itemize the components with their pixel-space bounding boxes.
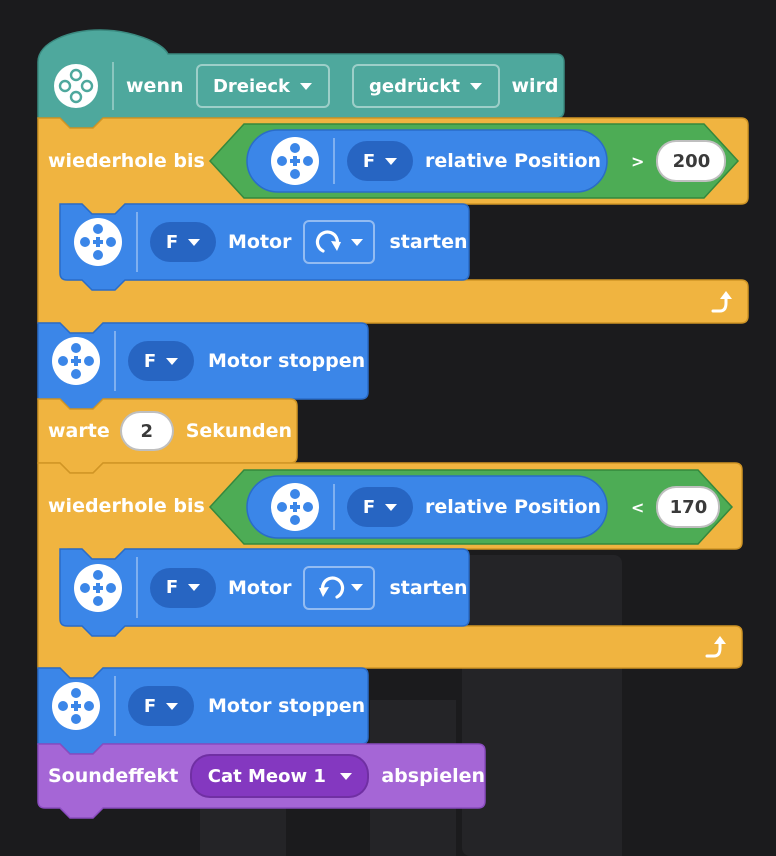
separator — [136, 557, 138, 618]
action-dropdown[interactable]: gedrückt — [351, 64, 500, 108]
port-dropdown[interactable]: F — [128, 341, 194, 381]
chevron-down-icon — [166, 702, 179, 710]
motor-icon — [50, 680, 102, 732]
separator — [114, 676, 116, 736]
port-value: F — [362, 496, 376, 518]
motor-icon — [269, 135, 321, 187]
position-condition[interactable]: F relative Position > 200 — [247, 130, 727, 192]
chevron-down-icon — [166, 357, 179, 365]
motor-stop-label: Motor stoppen — [208, 350, 366, 372]
counterclockwise-arrow-icon — [319, 575, 345, 599]
port-value: F — [143, 350, 157, 372]
chevron-down-icon — [469, 82, 482, 90]
motor-stop-block[interactable]: F Motor stoppen — [38, 668, 368, 744]
port-value: F — [362, 150, 376, 172]
chevron-down-icon — [351, 238, 364, 246]
motor-label: Motor — [228, 576, 292, 599]
sound-dropdown-value: Cat Meow 1 — [207, 765, 326, 787]
threshold-input[interactable]: 170 — [656, 486, 721, 528]
separator — [114, 331, 116, 391]
port-value: F — [165, 231, 179, 253]
wird-label: wird — [511, 75, 559, 97]
repeat-until-block[interactable]: wiederhole bis — [38, 118, 748, 204]
direction-dropdown[interactable] — [303, 565, 376, 610]
port-dropdown[interactable]: F — [150, 222, 216, 262]
chevron-down-icon — [339, 772, 352, 780]
button-dropdown[interactable]: Dreieck — [195, 64, 330, 108]
sound-dropdown[interactable]: Cat Meow 1 — [190, 754, 370, 798]
port-dropdown[interactable]: F — [128, 686, 194, 726]
sound-effect-label: Soundeffekt — [48, 765, 179, 787]
wait-block[interactable]: warte 2 Sekunden — [38, 399, 297, 463]
direction-dropdown[interactable] — [303, 220, 376, 264]
chevron-down-icon — [351, 584, 364, 591]
motor-icon — [72, 216, 124, 268]
port-dropdown[interactable]: F — [347, 141, 413, 181]
motor-stop-block[interactable]: F Motor stoppen — [38, 323, 368, 399]
start-label: starten — [389, 231, 468, 253]
separator — [333, 484, 335, 530]
repeat-label: wiederhole bis — [48, 495, 205, 517]
chevron-down-icon — [300, 82, 313, 90]
motor-start-block[interactable]: F Motor starten — [60, 549, 469, 626]
motor-icon — [72, 562, 124, 614]
sound-effect-block[interactable]: Soundeffekt Cat Meow 1 abspielen — [38, 744, 485, 808]
repeat-until-block[interactable]: wiederhole bis — [38, 463, 742, 549]
play-label: abspielen — [381, 765, 485, 787]
chevron-down-icon — [188, 238, 201, 246]
operator-label: > — [631, 151, 645, 171]
button-dropdown-value: Dreieck — [212, 75, 291, 97]
threshold-input[interactable]: 200 — [656, 140, 727, 182]
repeat-label: wiederhole bis — [48, 150, 205, 172]
separator — [112, 62, 114, 110]
operator-label: < — [631, 497, 645, 517]
background-panel — [538, 640, 622, 856]
port-dropdown[interactable]: F — [150, 567, 216, 608]
motor-icon — [269, 481, 321, 533]
loop-arrow-icon — [702, 634, 730, 660]
chevron-down-icon — [385, 157, 398, 165]
relative-position-label: relative Position — [425, 496, 602, 518]
clockwise-arrow-icon — [316, 230, 342, 253]
motor-label: Motor — [228, 231, 292, 253]
separator — [136, 212, 138, 272]
seconds-label: Sekunden — [185, 420, 292, 442]
position-condition[interactable]: F relative Position < 170 — [247, 476, 721, 538]
motor-stop-label: Motor stoppen — [208, 695, 366, 717]
port-value: F — [165, 577, 179, 598]
when-label: wenn — [126, 75, 184, 97]
relative-position-label: relative Position — [425, 150, 602, 172]
start-label: starten — [389, 576, 468, 599]
action-dropdown-value: gedrückt — [369, 75, 460, 97]
event-hat-block[interactable]: wenn Dreieck gedrückt wird — [38, 54, 564, 118]
port-dropdown[interactable]: F — [347, 487, 413, 527]
motor-start-block[interactable]: F Motor starten — [60, 204, 469, 280]
separator — [333, 138, 335, 184]
wait-label: warte — [48, 420, 110, 442]
chevron-down-icon — [188, 584, 201, 591]
loop-arrow-icon — [708, 289, 736, 315]
motor-icon — [50, 335, 102, 387]
seconds-input[interactable]: 2 — [119, 411, 174, 451]
chevron-down-icon — [385, 503, 398, 511]
gamepad-icon — [52, 62, 100, 110]
port-value: F — [143, 695, 157, 717]
